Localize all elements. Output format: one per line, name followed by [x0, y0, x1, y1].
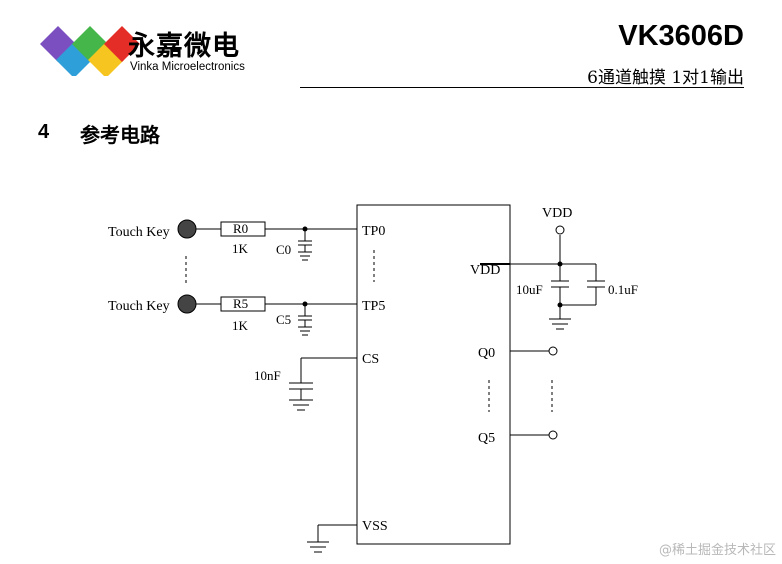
- brand-name-cn: 永嘉微电: [128, 31, 240, 62]
- pin-cs: CS: [362, 352, 379, 367]
- vinka-logo: [40, 26, 140, 76]
- r5-label: R5: [233, 296, 248, 311]
- pin-q5: Q5: [478, 431, 495, 446]
- logo-diamond-blue: [56, 42, 92, 76]
- logo-diamond-yellow: [88, 42, 124, 76]
- section-number: 4: [38, 121, 50, 143]
- c0-label: C0: [276, 242, 291, 257]
- part-number: VK3606D: [618, 20, 744, 52]
- touch-key-0-pad: [177, 219, 197, 239]
- pin-vdd: VDD: [470, 263, 500, 278]
- touch-key-5-label: Touch Key: [108, 299, 170, 314]
- brand-name-en: Vinka Microelectronics: [130, 61, 245, 73]
- vdd-terminal: [555, 225, 565, 235]
- q5-terminal: [548, 430, 558, 440]
- vdd-supply-label: VDD: [542, 206, 572, 221]
- logo-diamond-red: [104, 26, 140, 62]
- touch-key-0-label: Touch Key: [108, 225, 170, 240]
- cap-10uf-label: 10uF: [516, 282, 543, 297]
- pin-q0: Q0: [478, 346, 495, 361]
- ic-body: [356, 204, 511, 545]
- r5-value: 1K: [232, 318, 249, 333]
- pin-tp0: TP0: [362, 224, 385, 239]
- r0-value: 1K: [232, 241, 249, 256]
- q0-terminal: [548, 346, 558, 356]
- section-title: 参考电路: [80, 123, 160, 147]
- cap-01uf-label: 0.1uF: [608, 282, 638, 297]
- r0-label: R0: [233, 221, 248, 236]
- doc-subtitle: 6通道触摸 1对1输出: [587, 68, 744, 88]
- pin-vss: VSS: [362, 519, 388, 534]
- touch-key-5-pad: [177, 294, 197, 314]
- header-divider: [300, 87, 744, 88]
- cs-cap-label: 10nF: [254, 368, 281, 383]
- pin-tp5: TP5: [362, 299, 385, 314]
- c5-label: C5: [276, 312, 291, 327]
- watermark: @稀土掘金技术社区: [658, 543, 776, 558]
